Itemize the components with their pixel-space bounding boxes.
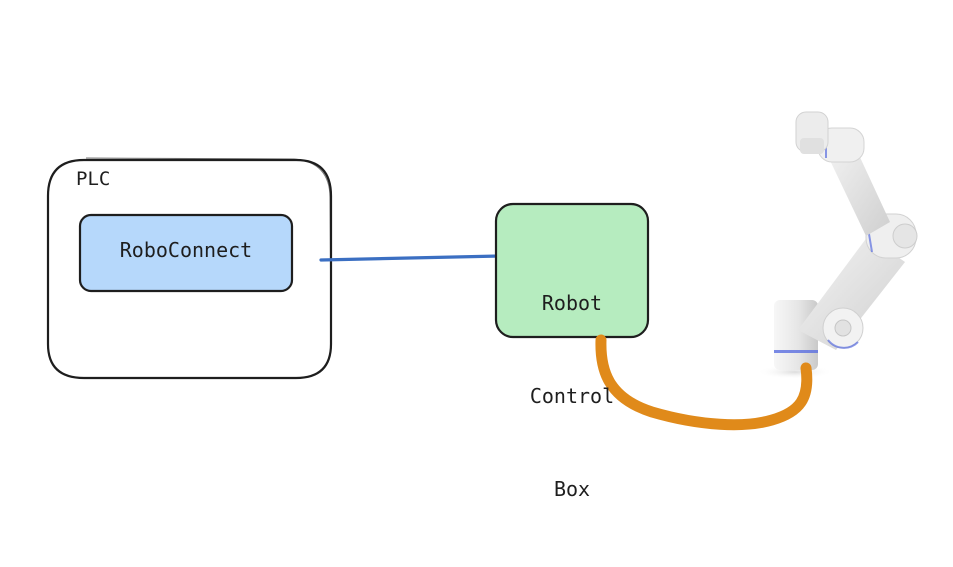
roboconnect-to-controlbox-link (319, 254, 502, 262)
plc-box-sketch-stroke (85, 157, 332, 341)
robot-control-box-label: Robot Control Box (496, 226, 648, 567)
robot-arm-icon (757, 111, 918, 379)
roboconnect-box (78, 213, 294, 293)
robot-control-box (494, 202, 650, 339)
control-box-label-line: Control (529, 384, 615, 408)
roboconnect-label: RoboConnect (119, 238, 253, 262)
control-box-label-line: Box (553, 477, 591, 501)
diagram-svg (46, 111, 918, 431)
control-cable (595, 334, 813, 431)
plc-label: PLC (76, 168, 111, 190)
control-box-label-line: Robot (541, 291, 603, 315)
diagram-canvas: PLC RoboConnect Robot Control Box (46, 111, 918, 501)
